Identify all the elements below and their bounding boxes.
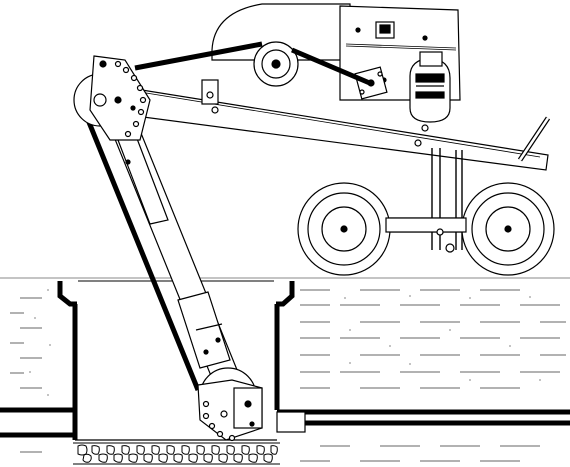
soil-hatching xyxy=(10,289,566,462)
pipe-collar xyxy=(276,411,306,433)
arm-lower-sleeve xyxy=(177,291,231,369)
belt-upper-span xyxy=(134,41,263,71)
arm-belt xyxy=(81,109,201,391)
gravel-bed xyxy=(73,442,280,465)
wheel-left xyxy=(297,182,391,276)
top-pulley xyxy=(253,41,299,87)
wheel-right xyxy=(461,182,555,276)
arm-boom xyxy=(73,55,263,442)
wheels xyxy=(297,182,555,276)
upper-drive-head xyxy=(73,55,151,141)
pipe xyxy=(0,407,570,438)
cutter-head xyxy=(197,367,263,442)
pit-rim-right xyxy=(276,281,295,307)
ground xyxy=(0,277,570,462)
drive-belt xyxy=(134,41,373,87)
engine xyxy=(409,51,451,123)
soil-dots xyxy=(29,289,541,396)
pit-rim-left xyxy=(57,281,77,307)
belt-motor-span xyxy=(291,47,373,87)
